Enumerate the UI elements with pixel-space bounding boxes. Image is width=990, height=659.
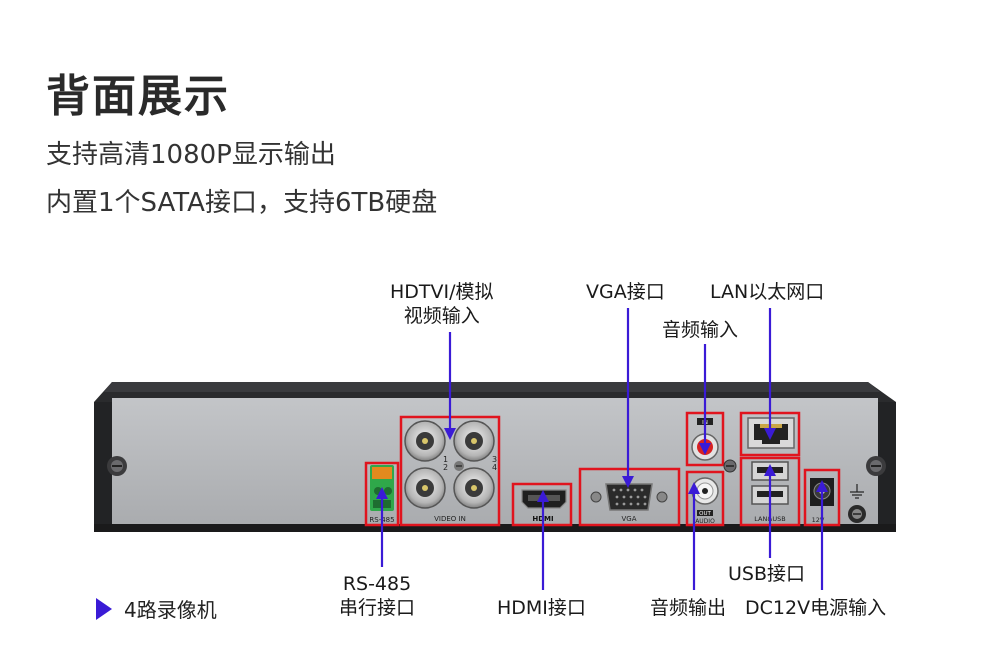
ground-terminal-screw-icon <box>848 505 866 523</box>
ground-screw-icon <box>454 461 464 471</box>
ground-symbol-icon <box>850 484 864 499</box>
callout-hdtvi-line2: 视频输入 <box>403 305 480 327</box>
power-panel-label: 12V <box>812 516 825 524</box>
callout-hdtvi-line1: HDTVI/模拟 <box>390 281 494 303</box>
play-triangle-icon <box>96 597 112 620</box>
side-screw-right-icon <box>866 456 886 476</box>
audio-out-panel-label: OUT <box>699 511 711 517</box>
callout-dc12v: DC12V电源输入 <box>745 597 887 619</box>
product-caption-text: 4路录像机 <box>124 598 217 622</box>
subtitle-display: 支持高清1080P显示输出 <box>46 140 336 170</box>
channel-label-3: 3 <box>492 455 497 464</box>
channel-label-2: 2 <box>443 463 448 472</box>
audio-out-highlight-box <box>685 470 725 527</box>
bnc-connector-4-icon <box>453 467 495 509</box>
vga-port-icon <box>590 483 668 511</box>
callout-hdtvi: HDTVI/模拟 视频输入 <box>390 280 494 328</box>
channel-label-4: 4 <box>492 463 497 472</box>
bnc-connector-2-icon <box>453 420 495 462</box>
vga-highlight-box <box>578 467 681 527</box>
ground-screw-audio-icon <box>723 459 737 473</box>
side-screw-left-icon <box>107 456 127 476</box>
callout-hdmi: HDMI接口 <box>497 597 586 619</box>
subtitle-storage: 内置1个SATA接口，支持6TB硬盘 <box>46 188 438 218</box>
callout-lan: LAN以太网口 <box>710 281 825 303</box>
callout-lines <box>380 308 824 590</box>
callout-audio-out: 音频输出 <box>650 597 727 619</box>
callout-arrowheads <box>376 428 828 502</box>
video-in-panel-label: VIDEO IN <box>434 515 466 523</box>
bnc-connector-3-icon <box>404 467 446 509</box>
callout-vga: VGA接口 <box>586 281 665 303</box>
callout-rs485: RS-485 串行接口 <box>339 572 415 620</box>
vga-panel-label: VGA <box>621 515 636 523</box>
callout-audio-in: 音频输入 <box>662 319 739 341</box>
product-caption: 4路录像机 <box>96 594 217 623</box>
bnc-connector-1-icon <box>404 420 446 462</box>
channel-label-1: 1 <box>443 455 448 464</box>
page-title: 背面展示 <box>46 71 230 122</box>
audio-panel-label: AUDIO <box>695 518 715 525</box>
callout-rs485-line2: 串行接口 <box>339 597 416 619</box>
callout-rs485-line1: RS-485 <box>342 573 412 595</box>
callout-usb: USB接口 <box>728 563 806 585</box>
